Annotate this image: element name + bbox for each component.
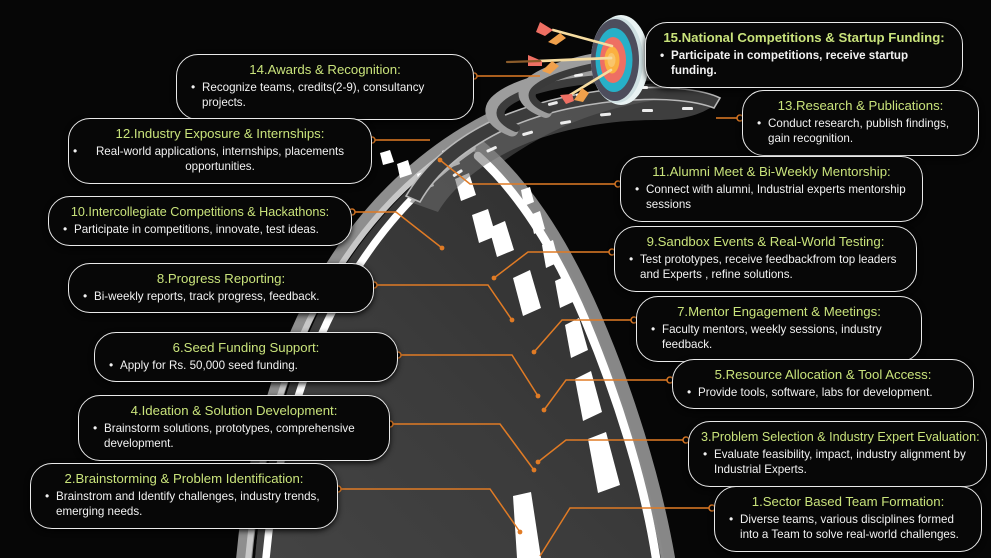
- road-upper-under: [410, 93, 716, 212]
- step-box-11[interactable]: 11.Alumni Meet & Bi-Weekly Mentorship: C…: [620, 156, 923, 222]
- step-bullet-6-0: Apply for Rs. 50,000 seed funding.: [107, 357, 385, 373]
- step-bullet-11-0: Connect with alumni, Industrial experts …: [633, 182, 910, 213]
- step-box-9[interactable]: 9.Sandbox Events & Real-World Testing: T…: [614, 226, 917, 292]
- step-bullets-13: Conduct research, publish findings, gain…: [755, 116, 966, 147]
- step-title-6: 6.Seed Funding Support:: [172, 340, 320, 355]
- step-bullets-14: Recognize teams, credits(2-9), consultan…: [189, 80, 461, 111]
- step-bullet-3-0: Evaluate feasibility, impact, industry a…: [701, 447, 974, 478]
- step-bullets-5: Provide tools, software, labs for develo…: [685, 384, 961, 400]
- step-box-4[interactable]: 4.Ideation & Solution Development: Brain…: [78, 395, 390, 461]
- step-box-14[interactable]: 14.Awards & Recognition: Recognize teams…: [176, 54, 474, 120]
- step-bullet-14-0: Recognize teams, credits(2-9), consultan…: [189, 80, 461, 111]
- step-bullets-6: Apply for Rs. 50,000 seed funding.: [107, 357, 385, 373]
- step-title-3: 3.Problem Selection & Industry Expert Ev…: [701, 430, 980, 444]
- step-title-9: 9.Sandbox Events & Real-World Testing:: [646, 234, 885, 249]
- step-bullets-8: Bi-weekly reports, track progress, feedb…: [81, 288, 361, 304]
- step-bullet-10-0: Participate in competitions, innovate, t…: [61, 221, 339, 237]
- step-bullets-7: Faculty mentors, weekly sessions, indust…: [649, 322, 909, 353]
- step-bullet-7-0: Faculty mentors, weekly sessions, indust…: [649, 322, 909, 353]
- step-bullets-11: Connect with alumni, Industrial experts …: [633, 182, 910, 213]
- step-box-3[interactable]: 3.Problem Selection & Industry Expert Ev…: [688, 421, 987, 487]
- step-bullet-9-0: Test prototypes, receive feedbackfrom to…: [627, 252, 904, 283]
- step-title-15: 15.National Competitions & Startup Fundi…: [663, 30, 945, 45]
- step-title-5: 5.Resource Allocation & Tool Access:: [714, 367, 932, 382]
- archery-target-icon: [591, 15, 649, 105]
- step-bullet-5-0: Provide tools, software, labs for develo…: [685, 384, 961, 400]
- step-title-4: 4.Ideation & Solution Development:: [130, 403, 338, 418]
- step-box-7[interactable]: 7.Mentor Engagement & Meetings: Faculty …: [636, 296, 922, 362]
- step-box-13[interactable]: 13.Research & Publications: Conduct rese…: [742, 90, 979, 156]
- step-box-10[interactable]: 10.Intercollegiate Competitions & Hackat…: [48, 196, 352, 247]
- step-bullets-4: Brainstorm solutions, prototypes, compre…: [91, 421, 377, 452]
- step-title-2: 2.Brainstorming & Problem Identification…: [64, 471, 304, 486]
- step-bullets-3: Evaluate feasibility, impact, industry a…: [701, 447, 974, 478]
- step-box-2[interactable]: 2.Brainstorming & Problem Identification…: [30, 463, 338, 529]
- arrow-icon: [505, 22, 614, 104]
- step-title-11: 11.Alumni Meet & Bi-Weekly Mentorship:: [652, 164, 891, 179]
- step-title-1: 1.Sector Based Team Formation:: [751, 494, 945, 509]
- step-bullets-2: Brainstrom and Identify challenges, indu…: [43, 489, 325, 520]
- step-bullets-12: Real-world applications, internships, pl…: [73, 144, 359, 175]
- step-box-12[interactable]: 12.Industry Exposure & Internships: Real…: [68, 118, 372, 184]
- step-bullet-13-0: Conduct research, publish findings, gain…: [755, 116, 966, 147]
- step-bullet-15-0: Participate in competitions, receive sta…: [658, 48, 950, 79]
- step-title-7: 7.Mentor Engagement & Meetings:: [677, 304, 881, 319]
- step-title-12: 12.Industry Exposure & Internships:: [115, 126, 325, 141]
- step-box-5[interactable]: 5.Resource Allocation & Tool Access: Pro…: [672, 359, 974, 410]
- step-bullets-10: Participate in competitions, innovate, t…: [61, 221, 339, 237]
- step-box-8[interactable]: 8.Progress Reporting: Bi-weekly reports,…: [68, 263, 374, 314]
- step-title-14: 14.Awards & Recognition:: [249, 62, 401, 77]
- step-bullet-1-0: Diverse teams, various disciplines forme…: [727, 512, 969, 543]
- step-bullets-9: Test prototypes, receive feedbackfrom to…: [627, 252, 904, 283]
- step-title-10: 10.Intercollegiate Competitions & Hackat…: [70, 205, 330, 219]
- road-shoulder-right: [471, 139, 675, 558]
- step-bullets-15: Participate in competitions, receive sta…: [658, 48, 950, 79]
- step-box-1[interactable]: 1.Sector Based Team Formation: Diverse t…: [714, 486, 982, 552]
- step-bullet-8-0: Bi-weekly reports, track progress, feedb…: [81, 288, 361, 304]
- step-box-15[interactable]: 15.National Competitions & Startup Fundi…: [645, 22, 963, 88]
- step-bullets-1: Diverse teams, various disciplines forme…: [727, 512, 969, 543]
- step-title-13: 13.Research & Publications:: [777, 98, 944, 113]
- step-bullet-4-0: Brainstorm solutions, prototypes, compre…: [91, 421, 377, 452]
- step-bullet-2-0: Brainstrom and Identify challenges, indu…: [43, 489, 325, 520]
- step-bullet-12-0: Real-world applications, internships, pl…: [73, 144, 359, 175]
- step-title-8: 8.Progress Reporting:: [156, 271, 286, 286]
- step-box-6[interactable]: 6.Seed Funding Support: Apply for Rs. 50…: [94, 332, 398, 383]
